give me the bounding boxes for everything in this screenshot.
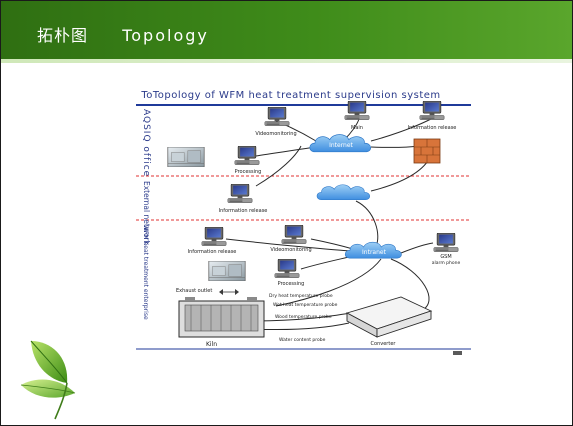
external-cloud-icon	[316, 184, 371, 201]
region-label-office: AQSIQ office	[141, 109, 151, 177]
slide-title-cn: 拓朴图	[37, 26, 89, 45]
gsm-sub-label: alarm phone	[432, 260, 461, 266]
external-info-release-label: Information release	[219, 208, 268, 214]
enterprise-video-monitoring-label: Videomonitoring	[270, 247, 311, 253]
exhaust-arrow-icon	[219, 289, 239, 295]
intranet-label: Intranet	[362, 249, 387, 256]
gsm-pc-icon	[433, 233, 459, 252]
external-info-release-pc-icon	[227, 184, 253, 203]
firewall-icon	[413, 138, 441, 164]
exhaust-outlet-label: Exhaust outlet	[176, 288, 212, 294]
enterprise-info-release-pc-icon	[201, 227, 227, 246]
office-monitor-photo	[167, 147, 205, 167]
kiln-icon	[178, 297, 265, 338]
video-monitoring-pc-icon	[264, 107, 290, 126]
office-processing-label: Processing	[235, 169, 262, 175]
water-probe-label: Water content probe	[279, 337, 326, 343]
leaf-decoration-icon	[20, 340, 76, 420]
internet-label: Internet	[329, 142, 353, 149]
wet-probe-label: Wet heat temperature probe	[273, 302, 338, 308]
office-info-release-pc-icon	[419, 101, 445, 120]
enterprise-video-monitoring-pc-icon	[281, 225, 307, 244]
main-pc-icon	[344, 101, 370, 120]
wood-probe-label: Wood temperature probe	[275, 314, 332, 320]
corner-marker	[453, 351, 462, 355]
region-label-external: External network	[142, 181, 151, 246]
enterprise-processing-label: Processing	[278, 281, 305, 287]
region-label-enterprise: WFM heat treatment enterprise	[142, 225, 149, 320]
diagram-title: ToTopology of WFM heat treatment supervi…	[140, 90, 440, 101]
office-info-release-label: Information release	[408, 125, 457, 131]
slide-header	[1, 1, 572, 59]
header-underline	[1, 59, 572, 63]
dry-probe-label: Dry heat temperature probe	[269, 293, 333, 299]
converter-label: Converter	[371, 341, 397, 347]
slide-title: 拓朴图 Topology	[37, 22, 209, 46]
office-video-monitoring-label: Videomonitoring	[255, 131, 296, 137]
office-processing-pc-icon	[234, 146, 260, 165]
converter-icon	[345, 296, 433, 338]
slide-title-en: Topology	[122, 26, 209, 45]
office-main-label: Main	[351, 125, 363, 131]
kiln-label: Kiln	[206, 341, 217, 348]
gsm-label: GSM	[440, 254, 451, 260]
enterprise-monitor-photo	[208, 261, 246, 281]
enterprise-info-release-label: Information release	[188, 249, 237, 255]
enterprise-processing-pc-icon	[274, 259, 300, 278]
